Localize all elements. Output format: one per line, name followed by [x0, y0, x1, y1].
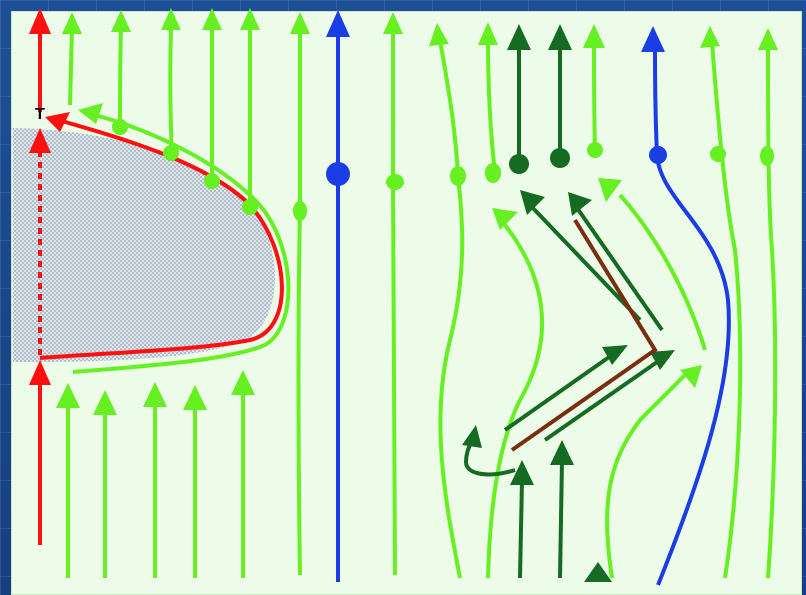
- right-green-arrowheads: [429, 22, 778, 388]
- marker-label: T: [35, 106, 45, 123]
- dark-green-dots: [509, 148, 570, 174]
- upper-green-streamlines: [68, 27, 397, 576]
- blue-arrowhead-curved: [641, 26, 665, 52]
- dark-green-streamlines: [463, 48, 664, 579]
- lower-green-streamlines: [66, 393, 245, 578]
- dark-green-arrowheads: [462, 24, 675, 582]
- lower-green-arrowheads: [56, 370, 255, 415]
- right-green-streamlines: [438, 39, 778, 579]
- red-arrowheads: [29, 8, 70, 385]
- right-green-dots: [450, 142, 774, 186]
- blue-dot-curved: [649, 146, 667, 164]
- wrap-arrowhead: [78, 103, 103, 124]
- green-dots: [112, 119, 404, 221]
- blue-dot-straight: [326, 162, 350, 186]
- upper-green-arrowheads: [62, 8, 403, 34]
- blue-arrowhead-straight: [326, 10, 350, 37]
- light-green-wrap-streamline: [72, 113, 291, 374]
- obstacle-region: [13, 128, 275, 362]
- brown-bent-line: [510, 218, 658, 452]
- blue-streamline-curved: [653, 49, 731, 586]
